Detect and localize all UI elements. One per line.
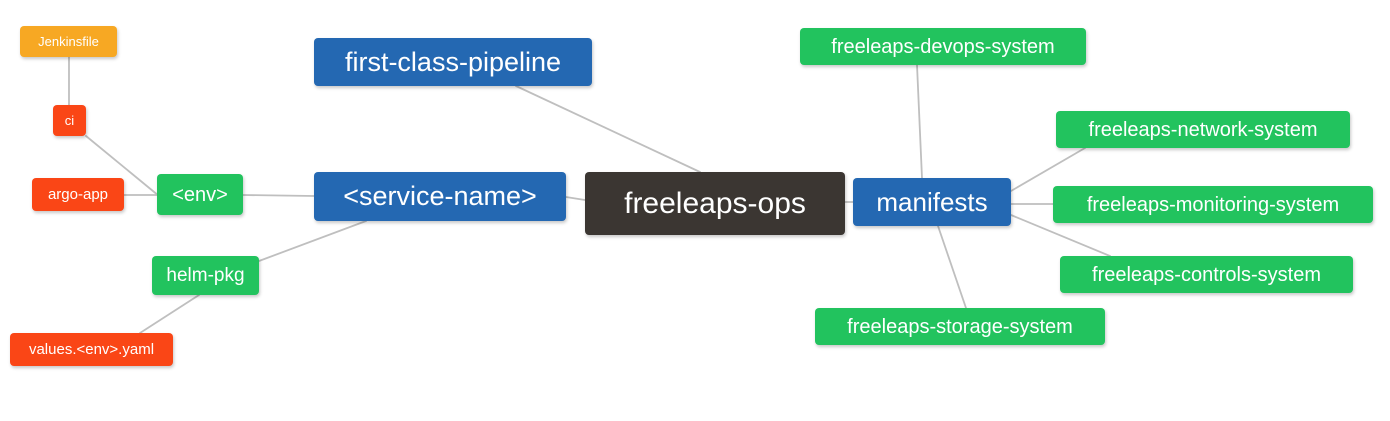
node-label-jenkinsfile: Jenkinsfile [38,34,99,49]
edge-helm-pkg-to-service-name [258,220,367,262]
node-helm-pkg[interactable]: helm-pkg [152,256,259,295]
edge-values-yaml-to-helm-pkg [139,294,200,334]
node-label-values-yaml: values.<env>.yaml [28,341,155,358]
node-label-service-name: <service-name> [343,181,537,211]
node-label-manifests: manifests [876,187,988,217]
node-network[interactable]: freeleaps-network-system [1056,111,1350,148]
node-argo-app[interactable]: argo-app [32,178,124,211]
edge-env-to-service-name [242,194,315,197]
edge-ci-to-env [85,135,160,197]
node-label-controls: freeleaps-controls-system [1092,263,1321,286]
node-label-env: <env> [172,183,228,206]
node-label-ci: ci [64,113,75,128]
node-env[interactable]: <env> [157,174,243,215]
node-label-monitoring: freeleaps-monitoring-system [1086,193,1340,216]
edge-manifests-to-controls [1010,214,1111,257]
node-storage[interactable]: freeleaps-storage-system [815,308,1105,345]
edge-manifests-to-devops [916,64,923,179]
edge-pipeline-to-root [515,85,701,173]
node-pipeline[interactable]: first-class-pipeline [314,38,592,86]
node-monitoring[interactable]: freeleaps-monitoring-system [1053,186,1373,223]
node-devops[interactable]: freeleaps-devops-system [800,28,1086,65]
edge-manifests-to-network [1010,147,1086,192]
node-label-helm-pkg: helm-pkg [166,265,245,286]
node-label-devops: freeleaps-devops-system [831,35,1055,58]
node-jenkinsfile[interactable]: Jenkinsfile [20,26,117,57]
node-manifests[interactable]: manifests [853,178,1011,226]
node-label-argo-app: argo-app [47,186,109,203]
node-root[interactable]: freeleaps-ops [585,172,845,235]
node-label-root: freeleaps-ops [624,186,806,220]
node-label-storage: freeleaps-storage-system [847,315,1073,338]
node-service-name[interactable]: <service-name> [314,172,566,221]
edge-service-name-to-root [565,196,586,201]
node-controls[interactable]: freeleaps-controls-system [1060,256,1353,293]
edge-manifests-to-storage [937,225,967,309]
node-ci[interactable]: ci [53,105,86,136]
node-label-network: freeleaps-network-system [1088,118,1318,141]
node-values-yaml[interactable]: values.<env>.yaml [10,333,173,366]
node-label-pipeline: first-class-pipeline [344,46,562,77]
